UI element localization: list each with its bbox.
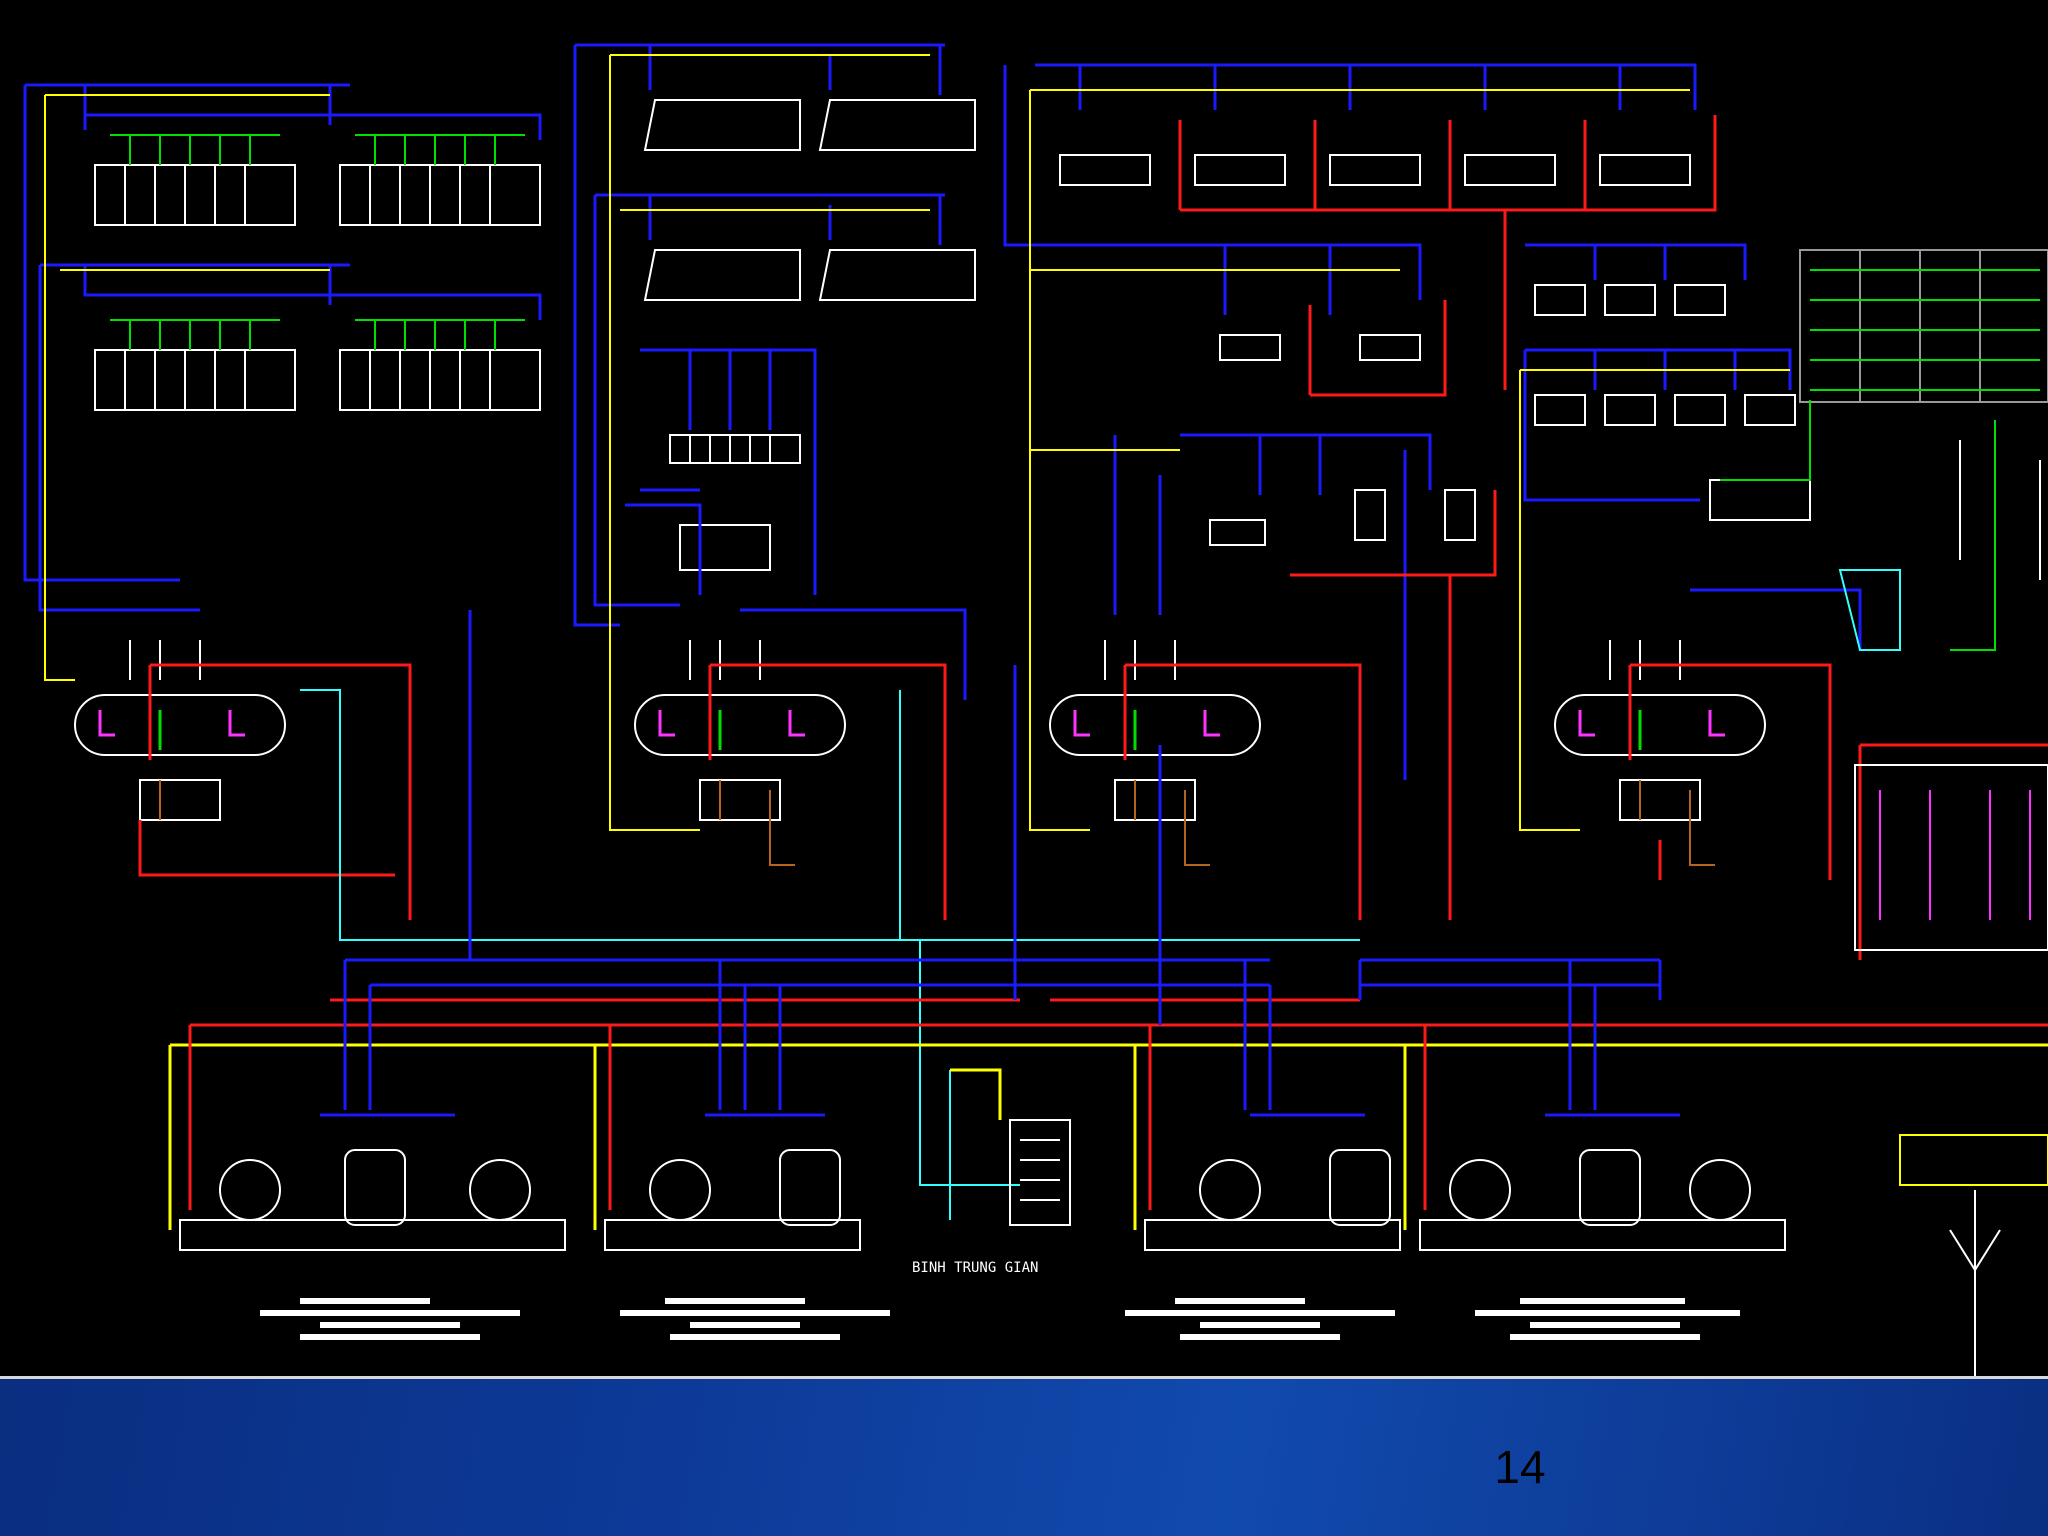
separator-inner-coils	[98, 710, 1725, 750]
evaporator-bank-top-left-blue-lines	[23, 83, 542, 612]
compressor-drops	[168, 1025, 1680, 1230]
air-cooler-blue-lines	[573, 43, 967, 700]
separator-cyan-lines	[300, 689, 1360, 1220]
right-edge-equipment	[1854, 764, 2048, 1376]
page-number: 14	[1494, 1441, 1546, 1493]
air-cooler-units	[643, 99, 976, 571]
evaporator-group-upper-right-red-lines	[1178, 115, 2048, 960]
refrigeration-piping-diagram: BINH TRUNG GIAN	[23, 43, 2048, 1376]
green-panel-right	[1720, 249, 2048, 651]
separator-red-loops	[138, 663, 1832, 920]
slide-divider-line	[0, 1376, 2048, 1379]
evaporator-bank-top-left	[94, 164, 541, 411]
evaporator-group-upper-right-yellow-lines	[1029, 89, 1790, 831]
footer-band	[0, 1379, 2048, 1536]
intermediate-vessel-label: BINH TRUNG GIAN	[912, 1260, 1038, 1276]
compressor-units-bottom	[179, 1119, 1786, 1251]
separator-units	[74, 640, 1766, 821]
equipment-caption-bars	[260, 1298, 1740, 1340]
separator-brown-lines	[159, 780, 1715, 866]
main-header-lines	[170, 610, 2048, 1110]
evaporator-bank-top-left-yellow-lines	[44, 94, 330, 681]
evaporator-group-upper-right-blue-lines	[1003, 63, 1862, 780]
evaporator-group-upper-right	[1059, 154, 1811, 546]
air-cooler-yellow-lines	[609, 54, 930, 831]
evaporator-bank-top-left-green-lines	[110, 134, 525, 350]
